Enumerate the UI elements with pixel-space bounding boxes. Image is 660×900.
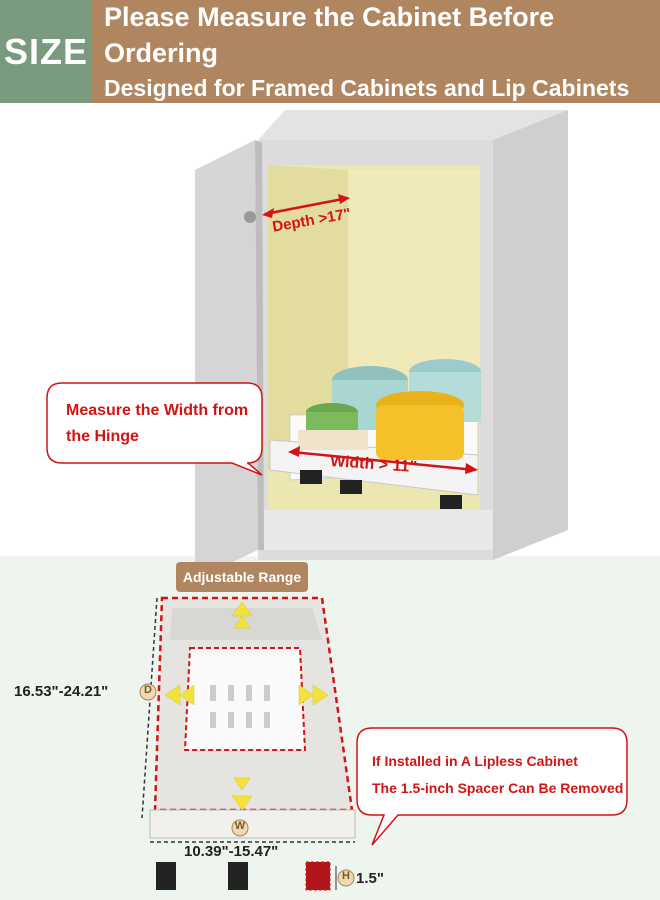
cabinet-side-panel	[493, 110, 568, 560]
adjustable-range-pill: Adjustable Range	[176, 562, 308, 592]
size-badge: SIZE	[0, 0, 92, 103]
width-range-label: 10.39"-15.47"	[184, 843, 279, 860]
lipless-note-bubble	[356, 727, 628, 846]
cabinet-plinth	[258, 510, 493, 550]
header-text: Please Measure the Cabinet Before Orderi…	[92, 0, 660, 103]
depth-marker	[139, 683, 157, 701]
adjust-arrows-icon	[164, 601, 329, 811]
hinge-note: Measure the Width from the Hinge	[66, 402, 249, 445]
depth-marker-letter: D	[144, 684, 152, 696]
height-marker	[337, 869, 355, 887]
height-marker-letter: H	[342, 870, 350, 882]
cabinet-door	[195, 140, 258, 580]
width-marker-letter: W	[234, 820, 246, 832]
header-line-2: Designed for Framed Cabinets and Lip Cab…	[104, 74, 630, 101]
width-marker	[231, 819, 249, 837]
header-line-1: Please Measure the Cabinet Before Orderi…	[104, 1, 555, 68]
depth-range-label: 16.53"-24.21"	[14, 683, 109, 700]
pot-yellow	[376, 405, 464, 460]
spacer-highlight	[305, 861, 331, 891]
interior-left-wall	[268, 165, 348, 470]
inner-tray	[183, 647, 307, 751]
bowl-cream	[298, 430, 368, 450]
header-banner: SIZE Please Measure the Cabinet Before O…	[0, 0, 660, 103]
hinge-note-bubble	[46, 382, 263, 476]
height-value-label: 1.5"	[356, 870, 384, 887]
frame-base	[149, 809, 356, 839]
lipless-note: If Installed in A Lipless Cabinet The 1.…	[372, 753, 624, 796]
hinge-icon	[244, 211, 256, 223]
cabinet-top	[258, 110, 568, 140]
